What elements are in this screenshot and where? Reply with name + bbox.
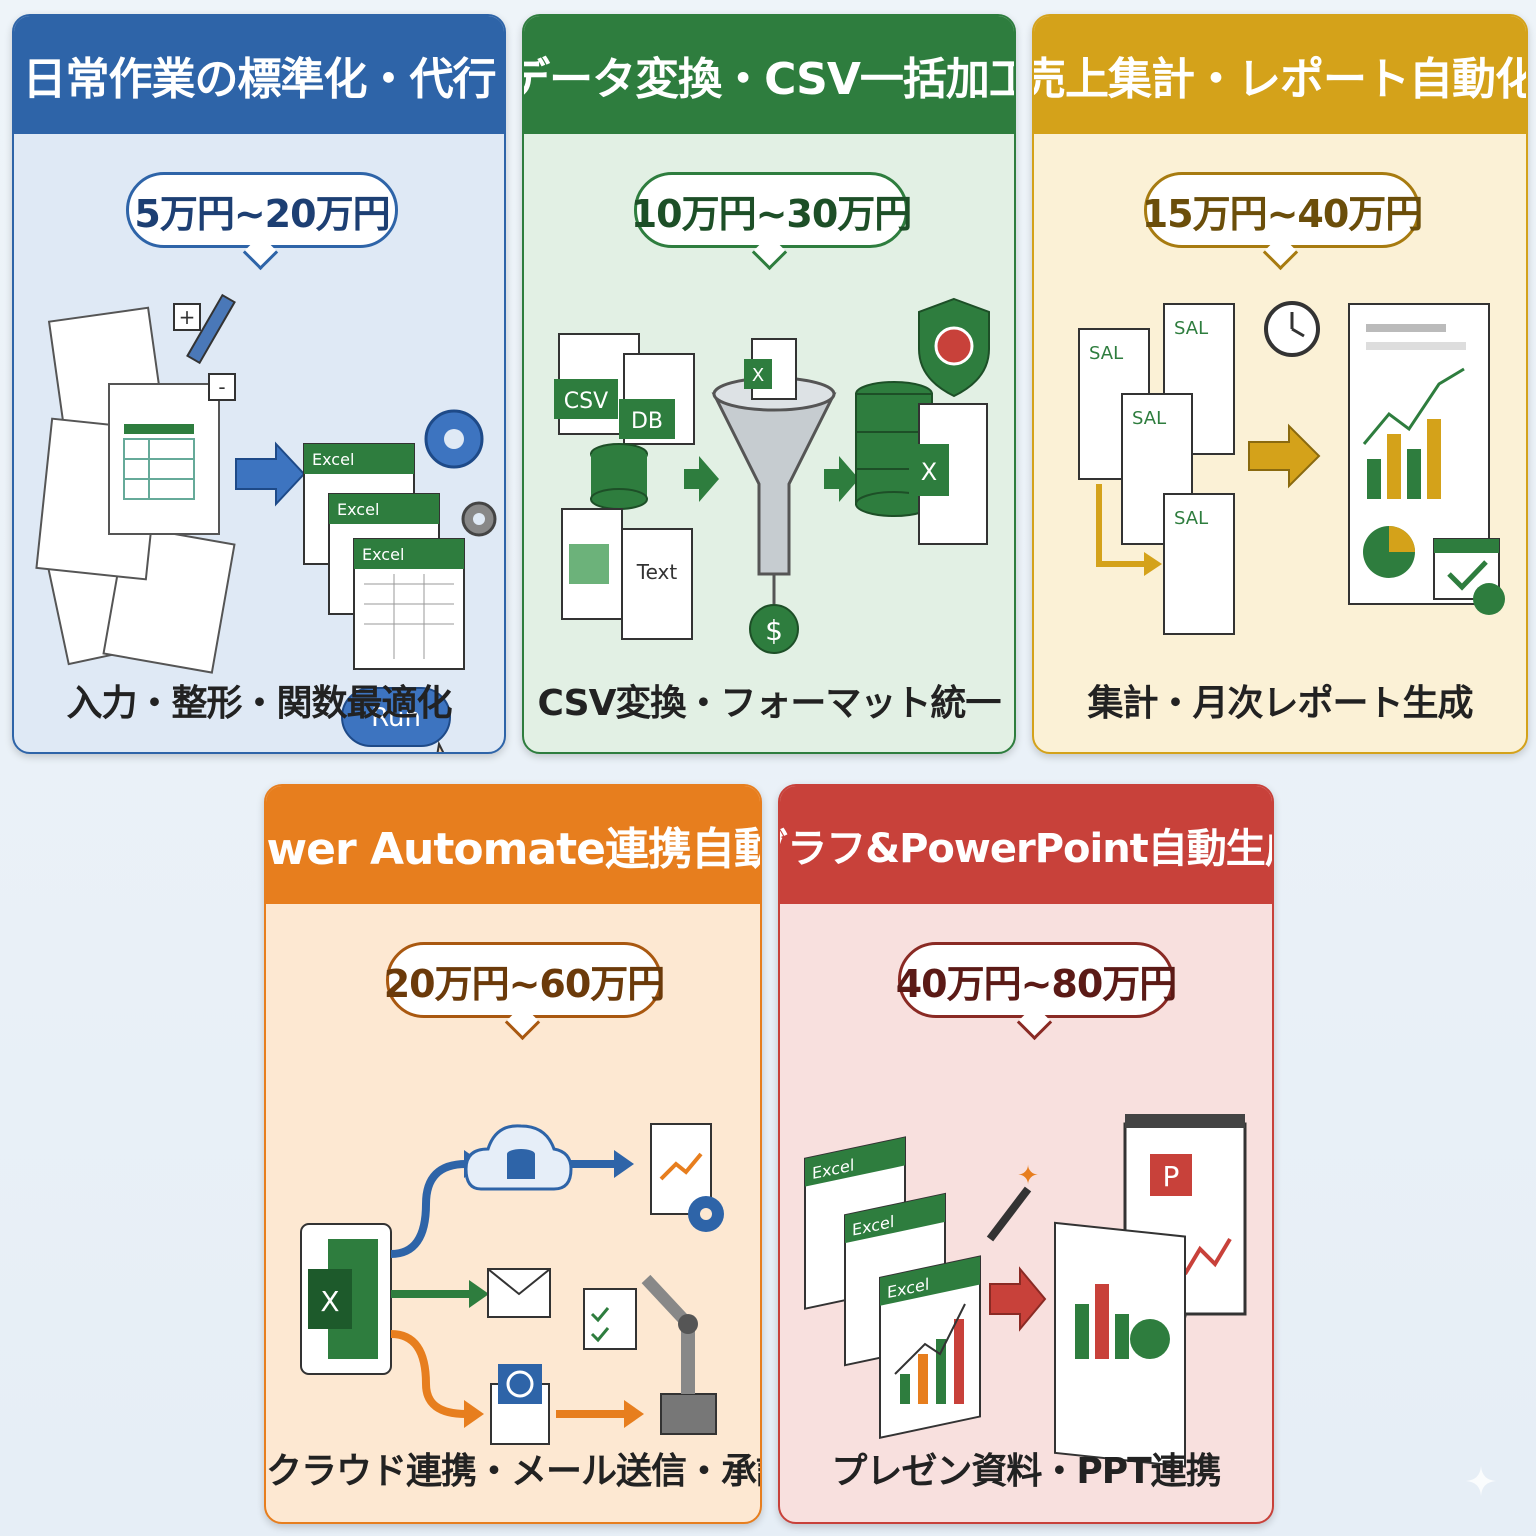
p-label: P <box>1163 1160 1180 1193</box>
card-sales-report: 売上集計・レポート自動化 15万円~40万円 SAL SAL SAL SAL <box>1032 14 1528 754</box>
card-caption: 集計・月次レポート生成 <box>1087 683 1473 724</box>
price-bubble: 20万円~60万円 <box>384 942 665 1018</box>
card-graph-powerpoint: グラフ&PowerPoint自動生成 40万円~80万円 Excel Excel… <box>778 784 1274 1524</box>
run-label: Run <box>371 703 421 733</box>
card-power-automate: Power Automate連携自動化 20万円~60万円 X <box>264 784 762 1524</box>
x-label: X <box>752 365 764 386</box>
db-file-icon: DB <box>619 353 695 445</box>
price-bubble: 10万円~30万円 <box>631 172 912 248</box>
arrow-right-icon <box>1248 423 1321 489</box>
robot-arm-icon <box>583 1274 717 1435</box>
dollar-label: $ <box>765 614 783 647</box>
sales-files-icon: SAL SAL SAL SAL <box>1078 303 1235 635</box>
excel-file-icon: X <box>909 403 988 545</box>
x-label: X <box>921 458 937 486</box>
sal-label: SAL <box>1132 408 1166 429</box>
x-label: X <box>320 1285 339 1318</box>
graph-powerpoint-illustration: Excel Excel Excel ✦ <box>804 1114 1247 1468</box>
arrow-right-icon <box>684 456 859 502</box>
card-title: データ変換・CSV一括加工 <box>524 16 1014 134</box>
arrow-right-icon <box>989 1266 1047 1332</box>
svg-text:+: + <box>179 305 196 329</box>
mail-icon <box>487 1268 551 1318</box>
shield-icon <box>918 297 990 398</box>
arrow-right-icon <box>235 441 306 507</box>
svg-text:-: - <box>218 375 225 399</box>
run-button-icon: Run <box>341 687 451 752</box>
price-bubble: 40万円~80万円 <box>896 942 1177 1018</box>
excel-sheets-icon: Excel Excel Excel <box>303 443 465 670</box>
csv-label: CSV <box>564 389 608 414</box>
data-conversion-illustration: CSV DB Text <box>554 297 990 654</box>
report-gear-icon <box>650 1123 724 1232</box>
excel-label: Excel <box>312 450 354 469</box>
sparkle-icon <box>1466 1466 1496 1496</box>
price-bubble: 5万円~20万円 <box>126 172 398 248</box>
sal-label: SAL <box>1174 318 1208 339</box>
card-title: 売上集計・レポート自動化 <box>1034 16 1526 134</box>
presentation-slides-icon: P <box>1054 1114 1247 1468</box>
cloud-database-icon <box>464 1124 573 1191</box>
card-daily-tasks: 日常作業の標準化・代行 5万円~20万円 + - <box>12 14 506 754</box>
gear-icon <box>424 409 497 537</box>
messy-spreadsheets-icon <box>35 306 236 674</box>
svg-text:✦: ✦ <box>1017 1161 1039 1191</box>
excel-charts-icon: Excel Excel Excel <box>804 1136 981 1439</box>
excel-label: Excel <box>337 500 379 519</box>
sal-label: SAL <box>1089 343 1123 364</box>
clock-icon <box>1264 301 1320 357</box>
database-icon <box>590 443 648 510</box>
funnel-icon: X $ <box>711 338 837 654</box>
calendar-check-icon <box>1433 538 1505 615</box>
power-automate-illustration: X <box>300 1123 724 1445</box>
price-bubble: 15万円~40万円 <box>1142 172 1423 248</box>
text-label: Text <box>636 560 678 584</box>
card-caption: 入力・整形・関数最適化 <box>66 683 452 724</box>
text-file-icon: Text <box>561 508 693 640</box>
pencil-icon: + - <box>173 293 236 401</box>
approval-mail-icon <box>490 1364 550 1445</box>
card-caption: プレゼン資料・PPT連携 <box>831 1451 1221 1492</box>
db-label: DB <box>631 409 663 434</box>
excel-label: Excel <box>362 545 404 564</box>
card-title: Power Automate連携自動化 <box>266 786 760 904</box>
card-data-conversion: データ変換・CSV一括加工 10万円~30万円 CSV DB <box>522 14 1016 754</box>
excel-app-icon: X <box>300 1223 392 1375</box>
daily-tasks-illustration: + - Excel Excel Excel <box>35 293 497 752</box>
card-caption: CSV変換・フォーマット統一 <box>537 683 1002 724</box>
sal-label: SAL <box>1174 508 1208 529</box>
sales-report-illustration: SAL SAL SAL SAL <box>1078 301 1505 635</box>
card-title: 日常作業の標準化・代行 <box>14 16 504 134</box>
magic-wand-icon: ✦ <box>986 1161 1039 1242</box>
card-title: グラフ&PowerPoint自動生成 <box>780 786 1272 904</box>
card-caption: クラウド連携・メール送信・承認 <box>266 1451 762 1492</box>
